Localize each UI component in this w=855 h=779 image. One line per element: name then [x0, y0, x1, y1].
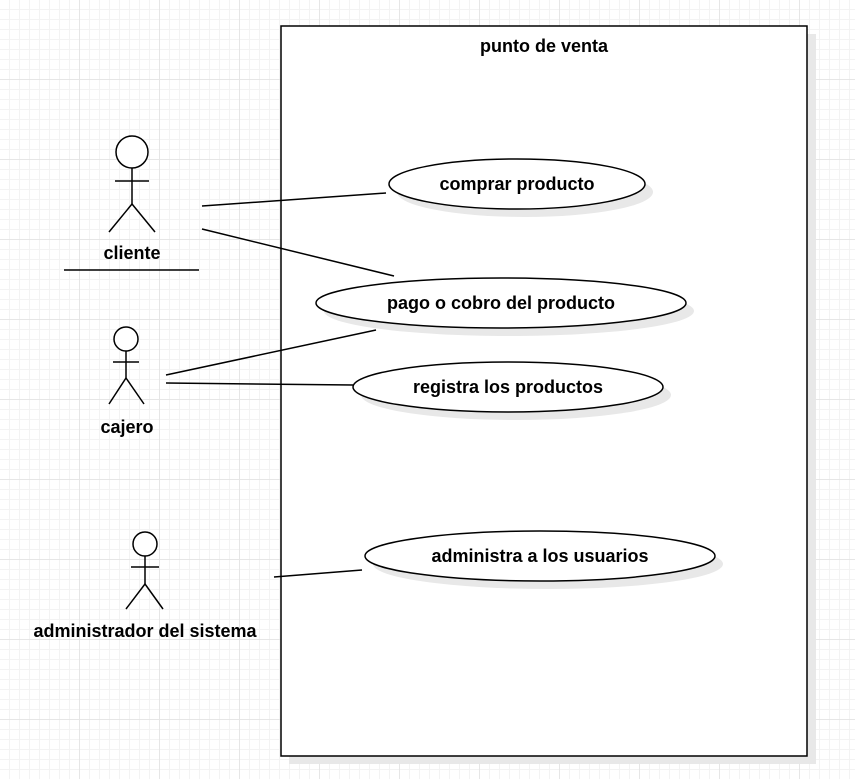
- use-case-administra[interactable]: [364, 530, 716, 582]
- association-cajero-registra[interactable]: [165, 382, 354, 386]
- use-case-registra[interactable]: [352, 361, 664, 413]
- actor-cliente-label: cliente: [103, 243, 161, 263]
- actor-admin[interactable]: [125, 531, 164, 610]
- association-cajero-pago[interactable]: [165, 329, 377, 376]
- actor-admin-label: administrador del sistema: [33, 621, 257, 641]
- system-title: punto de venta: [479, 36, 609, 56]
- use-case-comprar[interactable]: [388, 158, 646, 210]
- use-case-administra-label: administra a los usuarios: [431, 546, 649, 566]
- use-case-pago[interactable]: [315, 277, 687, 329]
- use-case-pago-label: pago o cobro del producto: [387, 293, 615, 313]
- use-case-registra-label: registra los productos: [412, 377, 604, 397]
- use-case-comprar-label: comprar producto: [439, 174, 595, 194]
- actor-cajero-label: cajero: [100, 417, 154, 437]
- actor-head: [113, 326, 139, 352]
- actor-head: [115, 135, 149, 169]
- association-admin-administra[interactable]: [273, 569, 363, 578]
- actor-cajero[interactable]: [108, 326, 145, 405]
- association-cliente-pago[interactable]: [201, 228, 395, 277]
- actor-cliente[interactable]: [108, 135, 156, 233]
- association-cliente-comprar[interactable]: [201, 192, 387, 207]
- actor-head: [132, 531, 158, 557]
